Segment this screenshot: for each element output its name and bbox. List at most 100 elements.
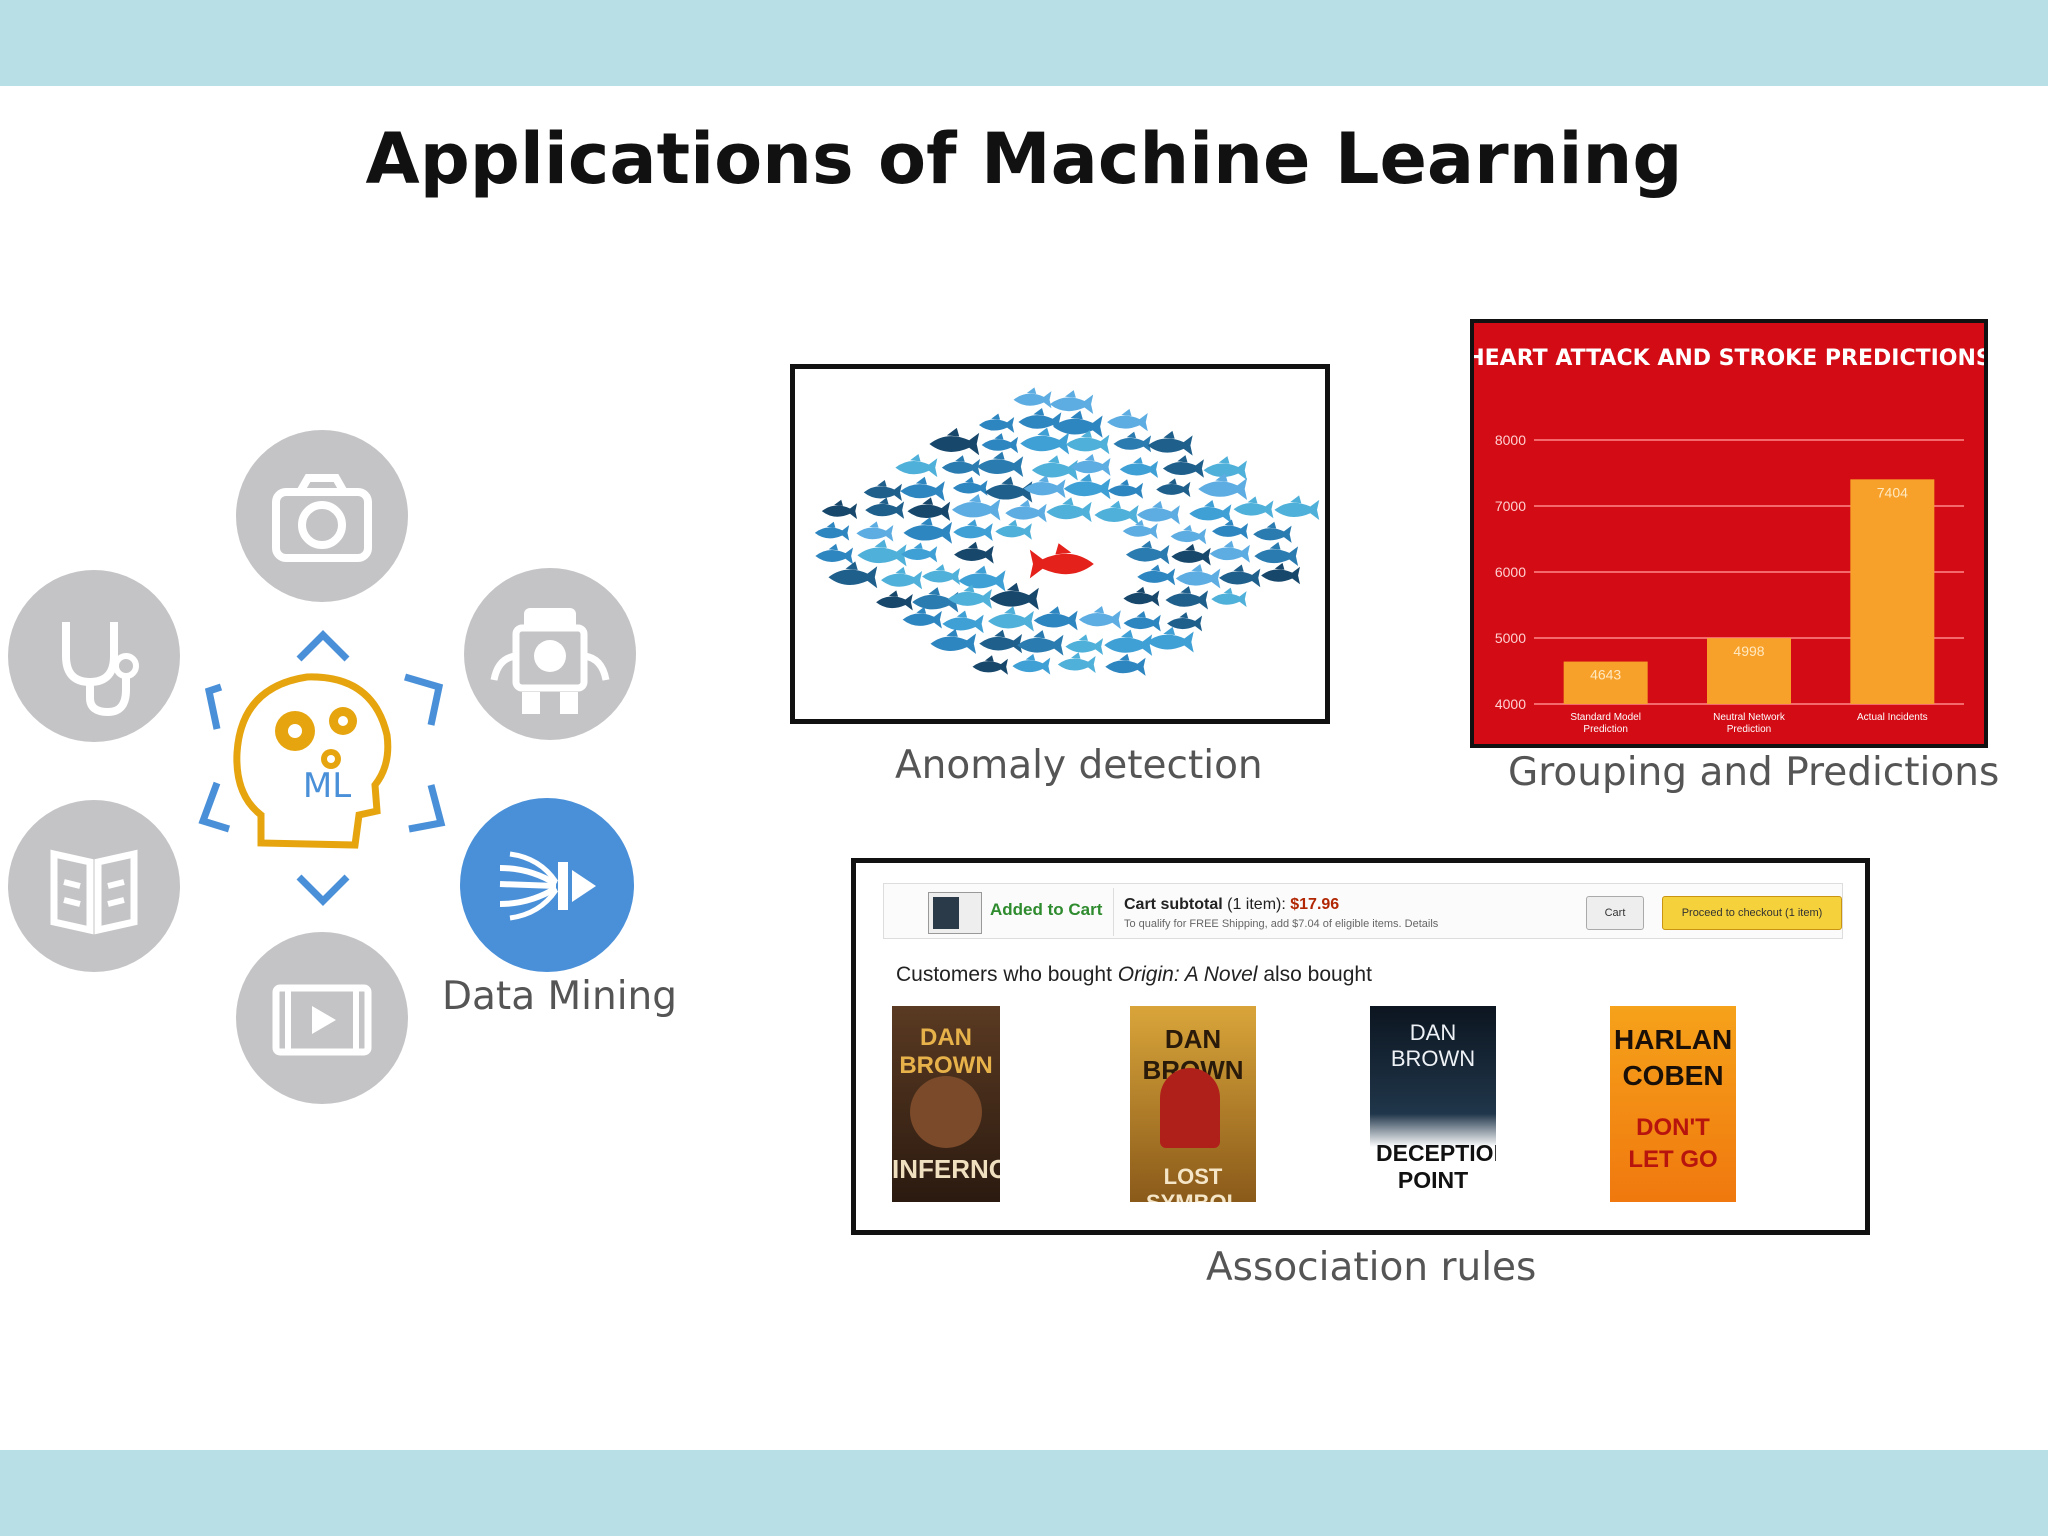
- book-icon: [8, 800, 180, 972]
- category-label: Standard Model: [1570, 712, 1641, 723]
- heart-chart-title: HEART ATTACK AND STROKE PREDICTIONS: [1474, 346, 1984, 371]
- blue-fish: [1017, 630, 1064, 656]
- blue-fish: [903, 517, 953, 544]
- blue-fish: [1212, 519, 1249, 540]
- blue-fish: [1171, 543, 1211, 566]
- blue-fish: [901, 542, 938, 563]
- y-tick-label: 6000: [1495, 564, 1526, 580]
- blue-fish: [954, 541, 994, 564]
- customers-also-bought: Customers who bought Origin: A Novel als…: [896, 963, 1372, 986]
- blue-fish: [1189, 500, 1232, 524]
- blue-fish: [1107, 408, 1148, 432]
- bar: [1707, 638, 1791, 704]
- bracket-top-left-icon: [204, 683, 223, 730]
- blue-fish: [1063, 473, 1111, 500]
- blue-fish: [876, 590, 913, 611]
- blue-fish: [1209, 540, 1250, 563]
- heart-chart-panel: HEART ATTACK AND STROKE PREDICTIONS 8000…: [1470, 319, 1988, 748]
- book-cover-lost-symbol[interactable]: DAN BROWN LOST SYMBOL: [1130, 1006, 1256, 1202]
- blue-fish: [1033, 606, 1078, 631]
- category-label: Neutral Network: [1713, 712, 1786, 723]
- blue-fish: [929, 427, 980, 456]
- blue-fish: [1162, 455, 1204, 478]
- added-to-cart-label: Added to Cart: [990, 900, 1103, 919]
- y-tick-label: 4000: [1495, 696, 1526, 712]
- blue-fish: [1136, 500, 1180, 525]
- category-label: Prediction: [1583, 724, 1627, 735]
- association-image-panel: Added to Cart Cart subtotal (1 item): $1…: [851, 858, 1870, 1235]
- blue-fish: [900, 476, 945, 502]
- blue-fish: [1146, 626, 1194, 653]
- cart-divider: [1113, 888, 1114, 936]
- blue-fish: [952, 476, 988, 496]
- bar: [1563, 661, 1648, 704]
- blue-fish: [1218, 564, 1261, 588]
- blue-fish: [1013, 387, 1052, 409]
- blue-fish: [951, 493, 1001, 521]
- cart-button[interactable]: Cart: [1586, 896, 1644, 930]
- bottom-band: [0, 1450, 2048, 1536]
- blue-fish: [953, 519, 993, 541]
- blue-fish: [828, 561, 878, 589]
- anomaly-image-panel: [790, 364, 1330, 724]
- blue-fish: [1261, 562, 1301, 585]
- anomaly-caption: Anomaly detection: [895, 743, 1263, 788]
- ml-center-label: ML: [303, 766, 351, 806]
- blue-fish: [948, 584, 992, 609]
- top-band: [0, 0, 2048, 86]
- bar-value-label: 4998: [1733, 643, 1764, 659]
- blue-fish: [1020, 427, 1070, 455]
- fish-school-image: [814, 387, 1320, 676]
- blue-fish: [1274, 495, 1320, 521]
- blue-fish: [972, 655, 1008, 675]
- blue-fish: [1012, 653, 1051, 675]
- blue-fish: [984, 476, 1033, 503]
- heart-chart: HEART ATTACK AND STROKE PREDICTIONS 8000…: [1474, 346, 1984, 735]
- blue-fish: [978, 413, 1015, 433]
- blue-fish: [1175, 564, 1221, 589]
- blue-fish: [1165, 586, 1209, 610]
- blue-fish: [1070, 454, 1111, 476]
- cart-subtotal: Cart subtotal (1 item): $17.96: [1124, 896, 1340, 913]
- blue-fish: [1107, 479, 1144, 499]
- blue-fish: [1094, 500, 1139, 525]
- blue-fish: [1123, 611, 1161, 632]
- red-fish: [1029, 543, 1094, 579]
- y-tick-label: 5000: [1495, 630, 1526, 646]
- blue-fish: [988, 606, 1034, 632]
- blue-fish: [1104, 629, 1153, 656]
- checkout-button[interactable]: Proceed to checkout (1 item): [1662, 896, 1842, 930]
- bar-value-label: 4643: [1590, 667, 1621, 683]
- free-shipping-text: To qualify for FREE Shipping, add $7.04 …: [1124, 918, 1439, 930]
- blue-fish: [1113, 431, 1152, 453]
- blue-fish: [881, 566, 923, 590]
- blue-fish: [930, 628, 977, 654]
- blue-fish: [1049, 390, 1094, 415]
- blue-fish: [863, 479, 902, 501]
- book-cover-deception-point[interactable]: DAN BROWN DECEPTION POINT: [1370, 1006, 1496, 1202]
- blue-fish: [856, 521, 894, 542]
- blue-fish: [976, 451, 1024, 478]
- blue-fish: [1122, 519, 1158, 540]
- blue-fish: [1078, 606, 1121, 630]
- book-cover-dont-let-go[interactable]: HARLAN COBEN DON'T LET GO: [1610, 1006, 1736, 1202]
- blue-fish: [821, 499, 858, 520]
- blue-fish: [1065, 430, 1110, 455]
- book-cover-inferno[interactable]: DAN BROWN INFERNO: [892, 1006, 1000, 1202]
- blue-fish: [1057, 652, 1096, 674]
- blue-fish: [989, 582, 1039, 610]
- bar-value-label: 7404: [1877, 484, 1908, 500]
- down-arrow-icon: [296, 874, 350, 906]
- stethoscope-icon: [8, 570, 180, 742]
- up-arrow-icon: [296, 630, 350, 662]
- category-label: Actual Incidents: [1857, 712, 1928, 723]
- blue-fish: [1053, 410, 1103, 438]
- cart-bar: Added to Cart Cart subtotal (1 item): $1…: [883, 883, 1843, 939]
- blue-fish: [1005, 499, 1047, 523]
- blue-fish: [1211, 587, 1247, 608]
- blue-fish: [1123, 586, 1160, 607]
- heart-caption: Grouping and Predictions: [1508, 750, 2000, 795]
- blue-fish: [907, 497, 951, 521]
- blue-fish: [865, 497, 905, 519]
- bracket-top-right-icon: [404, 673, 444, 726]
